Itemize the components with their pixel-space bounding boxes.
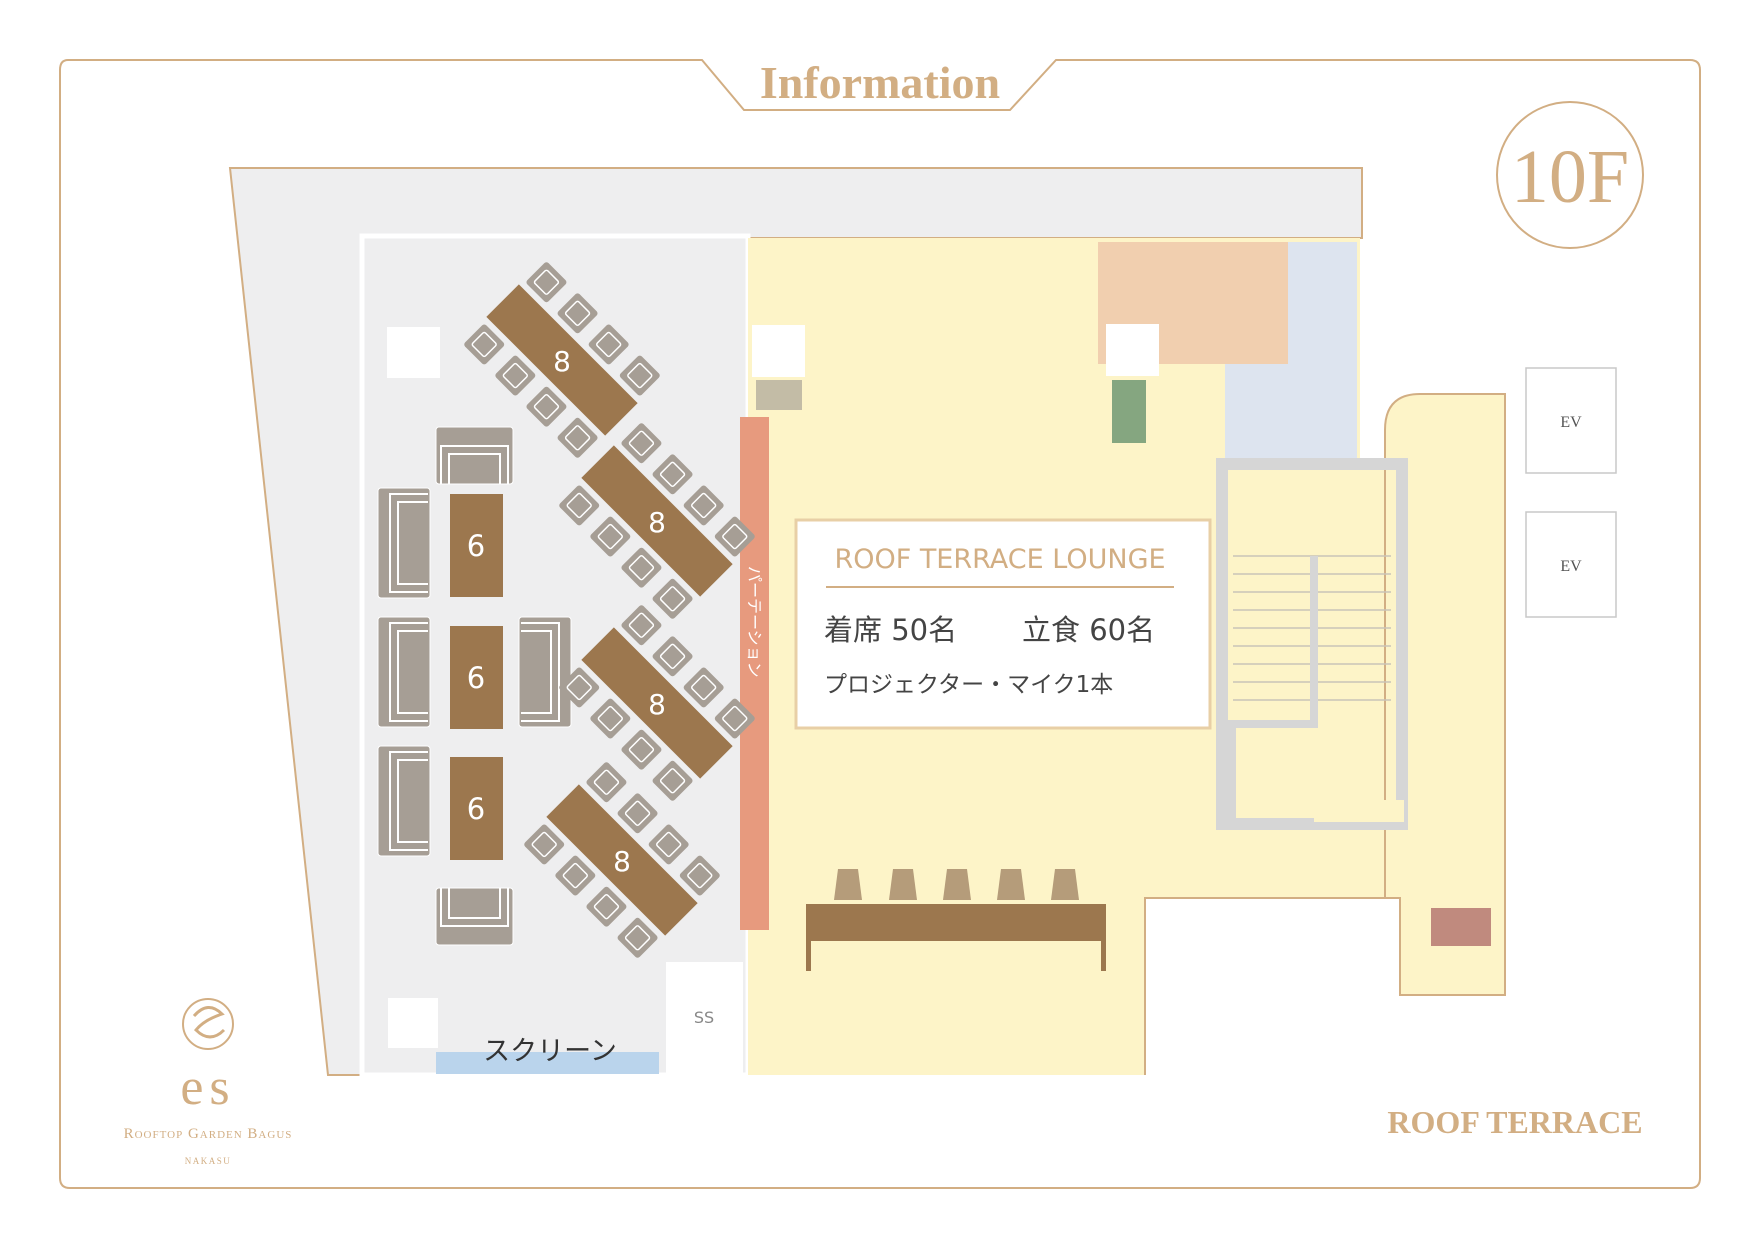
table-8-seat: 8 [557,421,757,621]
plant-box [1112,380,1146,443]
partition: パーテーション [740,417,769,930]
bar-stool [997,869,1025,900]
table-8-seat: 8 [557,603,757,803]
bar-stool [834,869,862,900]
table-seat-count: 6 [467,792,485,826]
table-seat-count: 8 [553,345,571,378]
sofa [377,487,431,599]
armchair [435,887,514,946]
kitchen-area-lower [1098,354,1288,364]
sofa [518,616,572,728]
bar-stool [1051,869,1079,900]
table-seat-count: 8 [648,506,666,539]
equipment-note: プロジェクター・マイク1本 [824,672,1113,698]
pillar [388,998,438,1048]
logo-name: Rooftop Garden Bagus [124,1126,293,1142]
elevator-2: EV [1525,511,1617,618]
lounge-info-card: ROOF TERRACE LOUNGE 着席 50名 立食 60名 プロジェクタ… [794,518,1212,730]
bar-stool [943,869,971,900]
sofa [377,616,431,728]
capacity-seated: 着席 50名 [824,613,957,647]
elevator-1: EV [1525,367,1617,474]
logo-area: NAKASU [185,1156,232,1166]
bar-stool [889,869,917,900]
ss-label: SS [694,1008,714,1027]
floor-badge: 10F [1496,101,1644,249]
brown-fixture [1431,908,1491,946]
page-title: Information [760,57,1000,108]
pillar [387,327,440,378]
table-seat-count: 8 [648,688,666,721]
bar-counter [806,869,1106,971]
staircase [1216,458,1408,830]
screen-label: スクリーン [483,1036,617,1067]
capacity-standing: 立食 60名 [1022,613,1155,647]
partition-label: パーテーション [745,566,764,678]
sofa [377,745,431,857]
table-seat-count: 6 [467,661,485,695]
pillar [1106,324,1159,376]
table-6-seat: 6 [450,626,503,729]
table-seat-count: 8 [613,845,631,878]
table-8-seat: 8 [522,760,722,960]
venue-logo: es Rooftop Garden Bagus NAKASU [124,998,293,1166]
roof-terrace-label: ROOF TERRACE [1387,1104,1642,1140]
lounge-name: ROOF TERRACE LOUNGE [834,544,1165,575]
pillar [752,325,805,377]
floor-label: 10F [1511,135,1629,219]
elevator-label: EV [1560,558,1582,575]
table-6-seat: 6 [450,757,503,860]
table-8-seat: 8 [462,260,662,460]
armchair [435,426,514,485]
projection-screen: スクリーン [436,1036,659,1074]
logo-emblem-icon [182,998,234,1050]
info-frame [59,59,1701,1189]
fixture-box [756,380,802,410]
elevator-label: EV [1560,414,1582,431]
ss-area: SS [666,962,743,1073]
table-seat-count: 6 [467,529,485,563]
table-6-seat: 6 [450,494,503,597]
logo-monogram: es [180,1059,235,1116]
